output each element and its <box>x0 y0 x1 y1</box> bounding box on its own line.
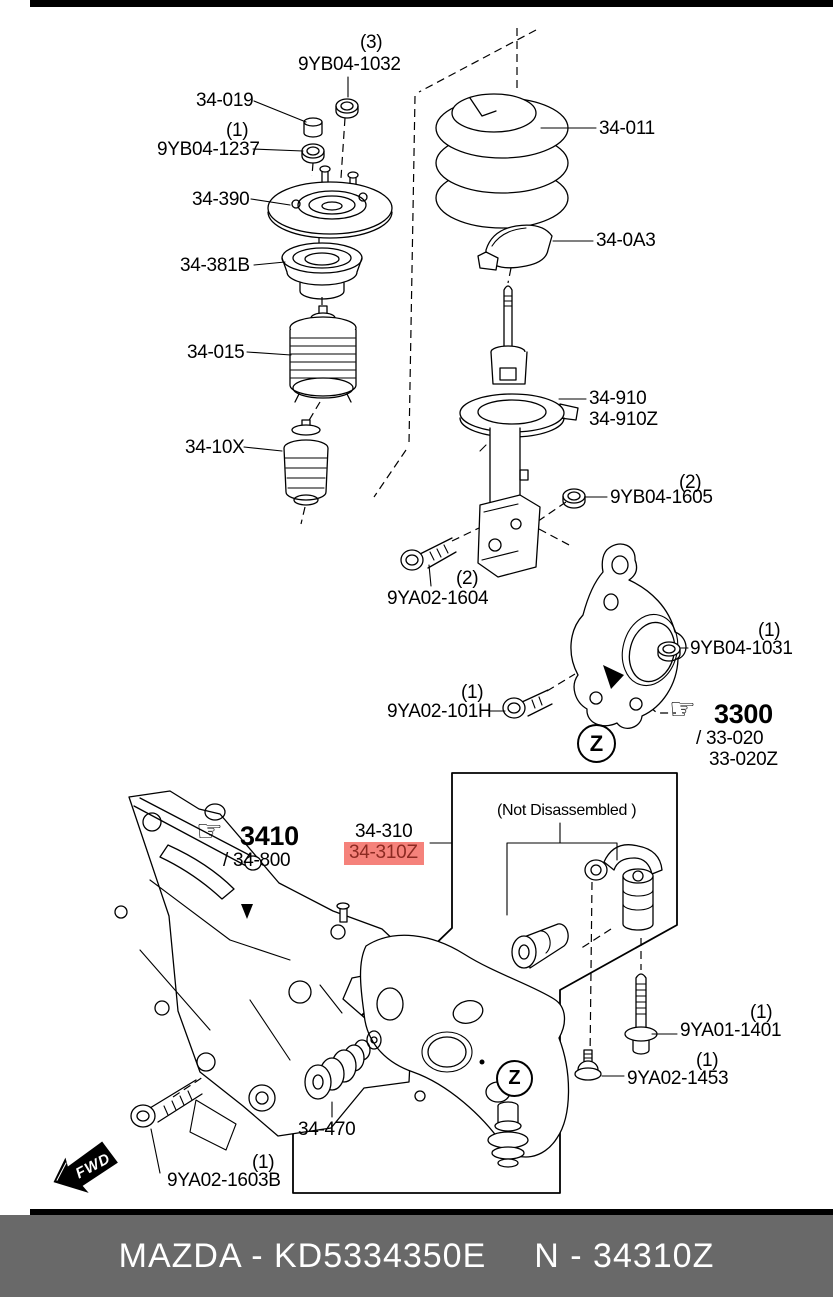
part-label: 9YB04-1237 <box>157 139 260 160</box>
part-label: 9YA02-1603B <box>167 1170 281 1191</box>
bottom-border-bar <box>30 1209 833 1215</box>
detail-marker-z: Z <box>577 724 616 763</box>
pointing-hand-icon: ☞ <box>196 815 223 848</box>
part-label: 34-0A3 <box>596 230 656 251</box>
bolt-9ya02-1603B-drawing <box>130 1079 203 1128</box>
part-label: (1) <box>252 1152 275 1173</box>
nut-9yb04-1032-drawing <box>335 98 359 119</box>
part-label: (1) <box>758 620 781 641</box>
rear-bushing-assembly-drawing <box>584 844 663 931</box>
part-label: (3) <box>360 32 383 53</box>
nut-9yb04-1605-drawing <box>562 488 586 509</box>
part-label: 34-015 <box>187 342 245 363</box>
bolt-9ya02-1604-drawing <box>400 537 457 571</box>
steering-knuckle-drawing <box>570 543 687 729</box>
part-label: 34-019 <box>196 90 254 111</box>
strut-mount-34-390-drawing <box>267 165 393 239</box>
bolt-9ya02-101H-drawing <box>502 689 553 719</box>
part-label: 34-10X <box>185 437 245 458</box>
bearing-34-381B-drawing <box>281 242 363 300</box>
fwd-direction-arrow: FWD <box>53 1141 118 1193</box>
part-label: 34-381B <box>180 255 250 276</box>
detail-marker-z: Z <box>496 1060 533 1097</box>
part-label: 33-020Z <box>709 749 778 770</box>
nut-9yb04-1031-drawing <box>657 641 681 662</box>
part-label: (1) <box>226 120 249 141</box>
part-label: 3300 <box>714 699 773 729</box>
spring-seat-34-0A3-drawing <box>477 224 553 271</box>
part-label: / 33-020 <box>696 728 764 749</box>
part-label: 34-910Z <box>589 409 658 430</box>
front-subframe-drawing <box>114 790 412 1151</box>
nut-9yb04-1237-drawing <box>301 143 325 164</box>
part-label: 34-470 <box>298 1119 356 1140</box>
front-lateral-bushing-drawing <box>511 923 569 969</box>
part-label: 34-310 <box>355 821 413 842</box>
part-label: (2) <box>679 472 702 493</box>
footer-part-number: N - 34310Z <box>534 1236 715 1275</box>
part-label: / 34-800 <box>223 850 291 871</box>
part-label: 9YB04-1031 <box>690 638 793 659</box>
part-label: (1) <box>461 682 484 703</box>
part-label: 9YB04-1032 <box>298 54 401 75</box>
part-label: (Not Disassembled ) <box>497 802 637 819</box>
coil-spring-34-011-drawing <box>435 93 569 229</box>
part-label: (1) <box>750 1002 773 1023</box>
control-arm-drawing <box>359 934 570 1158</box>
bushing-34-470-drawing <box>304 1030 382 1100</box>
part-label: 34-011 <box>599 118 655 139</box>
part-label: 9YA02-1453 <box>627 1068 729 1089</box>
part-label: (2) <box>456 568 479 589</box>
bolt-9ya02-1453-drawing <box>574 1049 602 1081</box>
part-label: 3410 <box>240 821 299 851</box>
clevis-bracket-drawing <box>477 494 541 578</box>
pointing-hand-icon: ☞ <box>669 693 696 726</box>
boot-34-015-drawing <box>289 305 357 403</box>
part-label: 9YA02-101H <box>387 701 492 722</box>
bump-stop-34-10X-drawing <box>283 419 329 506</box>
part-label: (1) <box>696 1050 719 1071</box>
part-label: 9YA01-1401 <box>680 1020 782 1041</box>
ball-joint-drawing <box>487 1101 529 1168</box>
bolt-9ya01-1401-drawing <box>624 973 658 1055</box>
leader-lines <box>150 76 689 1174</box>
part-label: 34-310Z <box>344 842 424 865</box>
part-label: 34-390 <box>192 189 250 210</box>
down-arrowhead <box>241 904 253 919</box>
footer-plate: MAZDA - KD5334350E N - 34310Z <box>0 1215 833 1297</box>
cap-34-019-drawing <box>303 117 323 138</box>
part-label: 9YB04-1605 <box>610 487 713 508</box>
part-label: 34-910 <box>589 388 647 409</box>
footer-catalog-number: MAZDA - KD5334350E <box>118 1236 487 1275</box>
part-label: 9YA02-1604 <box>387 588 489 609</box>
top-border-bar <box>30 0 833 7</box>
